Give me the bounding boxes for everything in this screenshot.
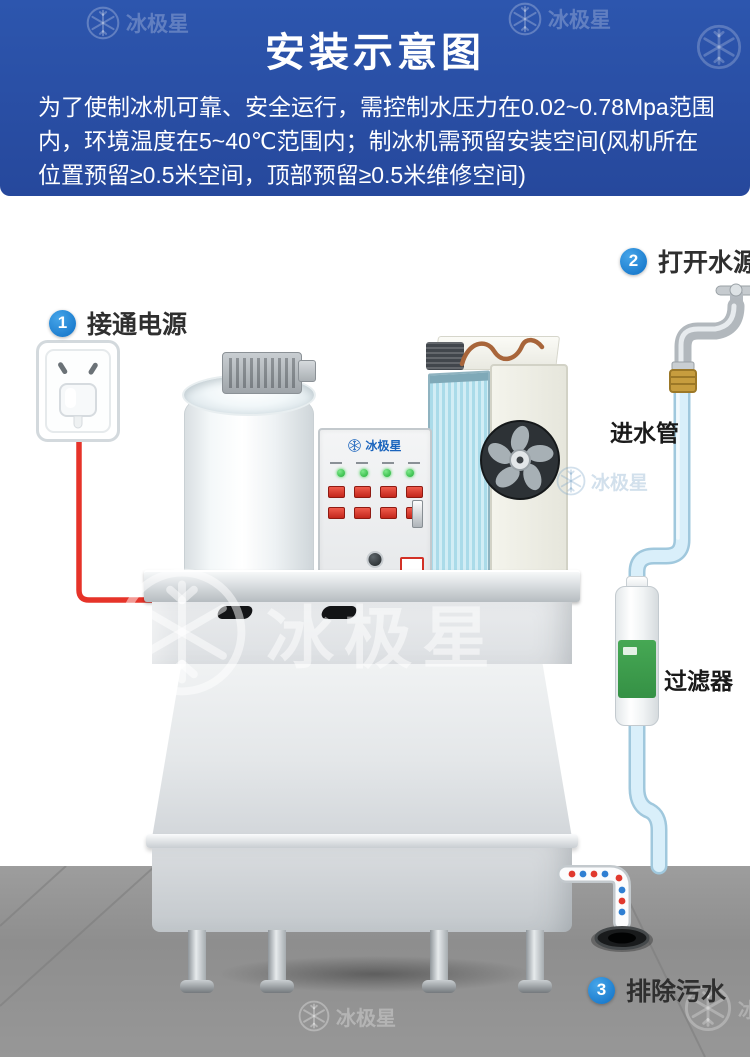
red-button[interactable]: [379, 507, 397, 519]
bin-latch: [319, 606, 359, 619]
wall-socket[interactable]: [36, 340, 120, 442]
snowflake-icon: [348, 439, 362, 452]
condenser-fan-icon: [480, 420, 560, 500]
header-description: 为了使制冰机可靠、安全运行，需控制水压力在0.02~0.78Mpa范围内，环境温…: [38, 94, 715, 188]
step-1-connect-power: 1 接通电源: [49, 305, 187, 341]
machine-leg: [180, 930, 214, 993]
step-3-badge: 3: [588, 976, 615, 1004]
header-banner: 安装示意图 为了使制冰机可靠、安全运行，需控制水压力在0.02~0.78Mpa范…: [0, 0, 750, 196]
machine-leg: [518, 930, 552, 993]
faucet-handle: [729, 283, 743, 297]
ice-machine: 冰极星: [140, 330, 584, 993]
brand-logo: 冰极星: [320, 437, 430, 454]
step-2-label: 打开水源: [658, 249, 750, 277]
drain-pipe-dots: [568, 870, 626, 916]
red-button[interactable]: [327, 486, 345, 498]
copper-pipe-icon: [459, 337, 545, 367]
storage-bin-ledge: [146, 834, 578, 848]
brass-fitting: [669, 369, 697, 393]
machine-leg: [422, 930, 456, 993]
step-1-badge: 1: [49, 309, 76, 337]
filter-label: 过滤器: [664, 668, 733, 694]
socket-slot: [88, 362, 98, 375]
brand-logo-text: 冰极星: [365, 439, 402, 453]
filter-label-band: [618, 640, 656, 698]
step-3-drain-waste: 3 排除污水: [588, 972, 726, 1008]
power-toggle-switch[interactable]: [412, 500, 423, 528]
water-filter: [615, 576, 659, 730]
socket-slot: [58, 362, 68, 375]
faucet[interactable]: [636, 276, 750, 410]
inlet-pipe-label: 进水管: [610, 420, 679, 446]
indicator-lights: [320, 469, 430, 477]
green-led: [359, 469, 368, 477]
storage-bin-lower: [152, 848, 572, 932]
condenser-unit: [426, 334, 568, 582]
condenser-vent: [426, 342, 464, 370]
red-button[interactable]: [353, 486, 371, 498]
evaporator-drum: [184, 388, 314, 578]
storage-bin-upper: [152, 602, 572, 664]
storage-bin-door: [152, 664, 572, 838]
machine-leg: [260, 930, 294, 993]
step-1-label: 接通电源: [87, 311, 188, 339]
bin-latch: [215, 606, 255, 619]
step-3-label: 排除污水: [626, 978, 727, 1006]
panel-buttons-row[interactable]: [320, 486, 430, 498]
red-button[interactable]: [405, 486, 423, 498]
red-button[interactable]: [327, 507, 345, 519]
green-led: [382, 469, 391, 477]
step-2-open-water: 2 打开水源: [620, 243, 750, 279]
drain-assembly: [557, 865, 653, 952]
page-title: 安装示意图: [265, 31, 485, 75]
red-button[interactable]: [379, 486, 397, 498]
evaporator-motor-gearbox: [298, 360, 316, 382]
step-2-badge: 2: [620, 247, 647, 275]
brand-watermark-text: 冰极星: [591, 472, 649, 494]
evaporator-motor: [222, 352, 302, 394]
panel-caption-row: [320, 462, 430, 464]
control-knob[interactable]: [366, 551, 384, 568]
control-panel: 冰极星: [318, 428, 432, 578]
green-led: [405, 469, 414, 477]
machine-countertop: [144, 570, 580, 602]
green-led: [336, 469, 345, 477]
red-button[interactable]: [353, 507, 371, 519]
